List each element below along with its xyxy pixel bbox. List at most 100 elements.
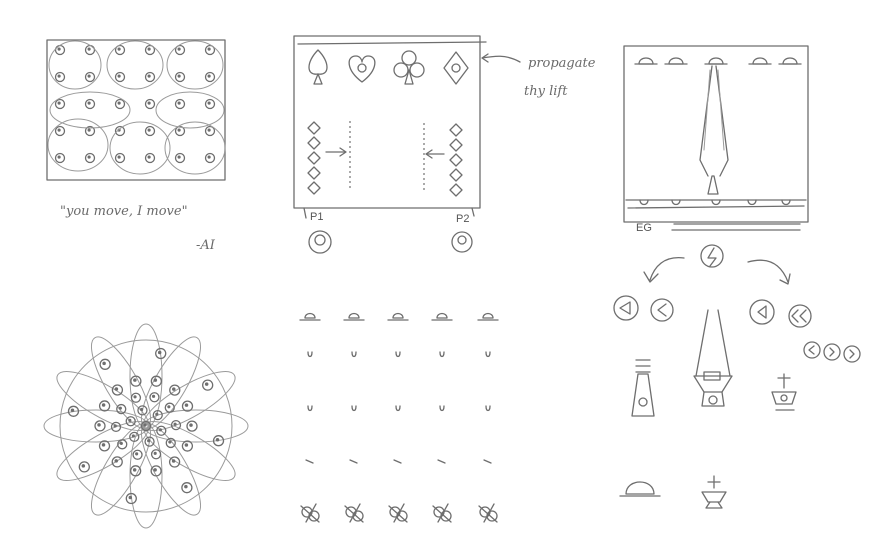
tick-mark-icon xyxy=(486,352,490,357)
mini-suit-icon xyxy=(450,169,462,181)
ufo-icon xyxy=(432,314,452,321)
player1-suit-column xyxy=(308,122,320,194)
knot-icon xyxy=(86,154,95,163)
knot-icon xyxy=(56,46,65,55)
knot-icon xyxy=(100,359,110,369)
ground-mark-icon xyxy=(748,200,756,205)
knot-icon xyxy=(86,46,95,55)
knot-icon xyxy=(131,393,140,402)
tangle-icon xyxy=(433,504,451,522)
dash-mark-icon xyxy=(438,460,445,463)
arrow-right-icon xyxy=(326,148,346,156)
tangle-icon xyxy=(389,504,407,522)
lantern-piece-icon xyxy=(694,310,732,406)
player2-knob-icon xyxy=(452,232,472,252)
tick-mark-icon xyxy=(352,352,356,357)
suits-board-sketch xyxy=(294,36,520,253)
knot-icon xyxy=(100,441,110,451)
knot-icon xyxy=(170,457,180,467)
controls-sketch xyxy=(614,245,860,508)
mini-suit-icon xyxy=(308,182,320,194)
tick-mark-icon xyxy=(396,406,400,411)
tick-mark-icon xyxy=(308,406,312,411)
knot-icon xyxy=(112,385,122,395)
ufo-icon xyxy=(749,58,771,64)
knot-icon xyxy=(206,100,215,109)
knot-icon xyxy=(56,100,65,109)
knot-icon xyxy=(56,127,65,136)
ufo-icon xyxy=(635,58,657,64)
ufo-icon xyxy=(388,314,408,321)
knot-icon xyxy=(116,100,125,109)
loop-grid-sketch xyxy=(47,40,225,180)
dash-mark-icon xyxy=(350,460,357,463)
ufo-icon xyxy=(665,58,687,64)
ufo-icon xyxy=(300,314,320,321)
knot-icon xyxy=(182,483,192,493)
back-button-icon[interactable] xyxy=(651,299,673,321)
tick-mark-icon xyxy=(440,352,444,357)
spade-icon xyxy=(309,50,327,84)
knot-icon xyxy=(146,154,155,163)
knot-icon xyxy=(151,466,161,476)
dash-mark-icon xyxy=(484,460,491,463)
ufo-icon xyxy=(344,314,364,321)
knot-icon xyxy=(145,437,154,446)
mark-grid-sketch xyxy=(300,314,498,523)
knot-icon xyxy=(86,73,95,82)
tangle-icon xyxy=(345,504,363,522)
knot-icon xyxy=(138,406,147,415)
knot-icon xyxy=(131,376,141,386)
stand-piece-icon xyxy=(702,476,726,508)
curved-arrow-right-icon xyxy=(748,260,790,284)
knot-icon xyxy=(206,73,215,82)
knot-icon xyxy=(176,154,185,163)
knot-icon xyxy=(131,466,141,476)
knot-icon xyxy=(79,462,89,472)
knot-icon xyxy=(112,457,122,467)
ufo-icon xyxy=(478,314,498,321)
knot-icon xyxy=(86,100,95,109)
mini-suit-icon xyxy=(308,122,320,134)
fast-back-button-icon[interactable] xyxy=(789,305,811,327)
ufo-icon xyxy=(705,58,727,64)
tick-mark-icon xyxy=(440,406,444,411)
knot-icon xyxy=(56,154,65,163)
knot-icon xyxy=(95,421,105,431)
ufo-icon xyxy=(779,58,801,64)
mini-suit-icon xyxy=(450,139,462,151)
tick-mark-icon xyxy=(352,406,356,411)
dash-mark-icon xyxy=(394,460,401,463)
knot-icon xyxy=(146,100,155,109)
knot-icon xyxy=(182,441,192,451)
mini-suit-icon xyxy=(308,167,320,179)
player2-suit-column xyxy=(450,124,462,196)
knot-icon xyxy=(116,154,125,163)
diamond-icon xyxy=(444,52,468,84)
mini-suit-icon xyxy=(450,154,462,166)
tick-mark-icon xyxy=(396,352,400,357)
curved-arrow-left-icon xyxy=(644,258,684,282)
play-button-icon[interactable] xyxy=(750,300,774,324)
radial-loops-sketch xyxy=(44,324,248,528)
knot-icon xyxy=(170,385,180,395)
ufo-piece-icon xyxy=(620,482,660,496)
knot-icon xyxy=(182,401,192,411)
arrow-left-icon xyxy=(426,150,444,158)
knot-icon xyxy=(151,376,161,386)
rewind-button-icon[interactable] xyxy=(614,296,638,320)
knot-icon xyxy=(56,73,65,82)
knot-icon xyxy=(100,401,110,411)
ground-mark-icon xyxy=(782,200,790,205)
lightning-icon xyxy=(701,245,723,267)
ground-mark-icon xyxy=(640,200,648,205)
heart-icon xyxy=(349,56,375,82)
tangle-icon xyxy=(479,504,497,522)
knot-icon xyxy=(146,73,155,82)
knot-icon xyxy=(118,440,127,449)
mini-suit-icon xyxy=(308,137,320,149)
knot-icon xyxy=(176,100,185,109)
knot-icon xyxy=(146,127,155,136)
knot-icon xyxy=(187,421,197,431)
